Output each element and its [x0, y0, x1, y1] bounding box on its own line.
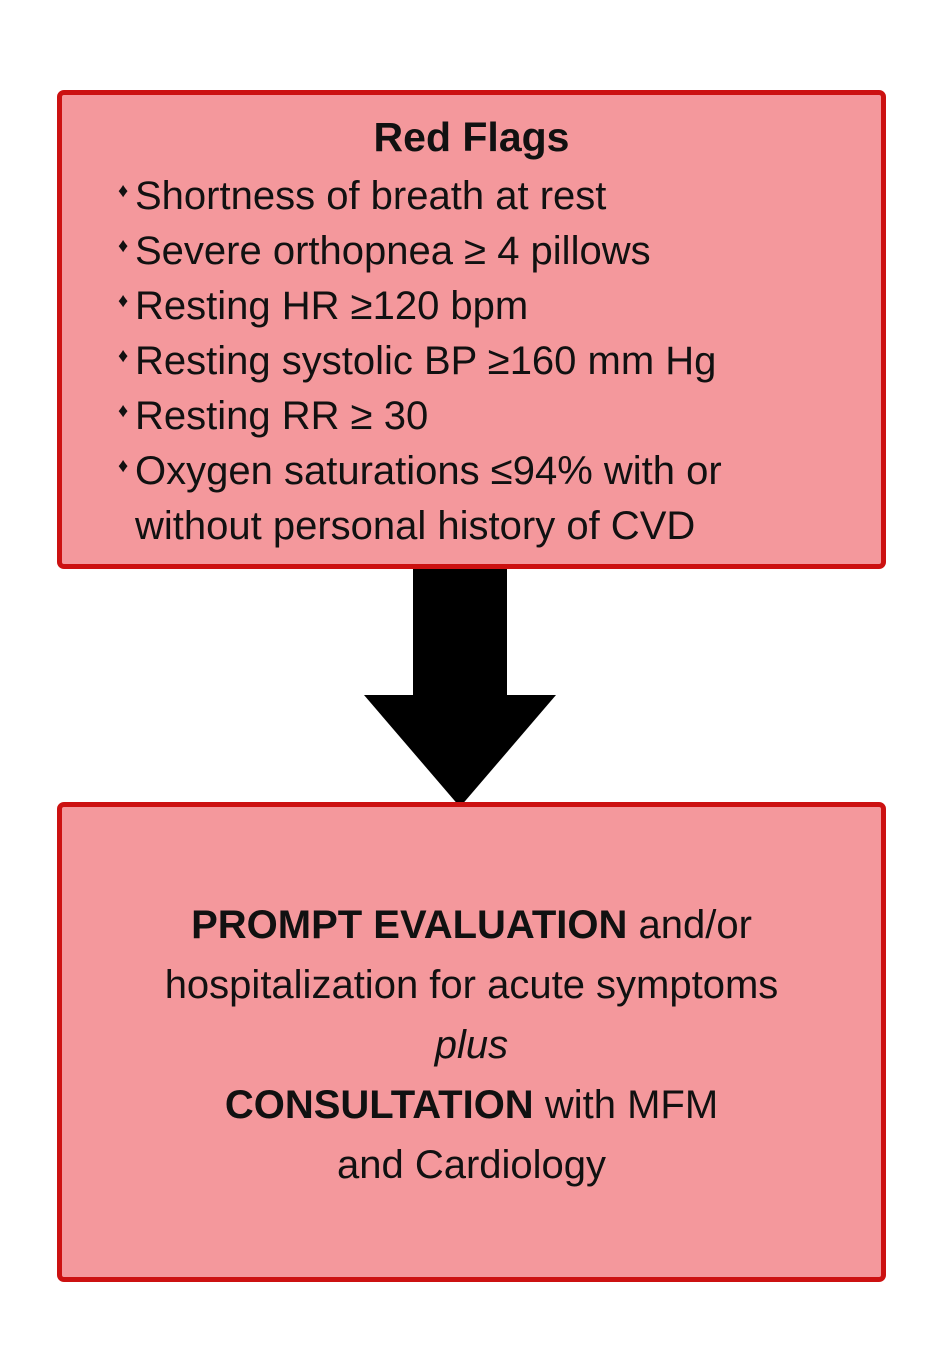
prompt-evaluation-label: PROMPT EVALUATION [191, 903, 628, 947]
action-line-1: PROMPT EVALUATION and/or [62, 895, 881, 955]
red-flags-title: Red Flags [373, 114, 570, 160]
action-line-4: CONSULTATION with MFM [62, 1075, 881, 1135]
red-flag-text: Resting RR ≥ 30 [135, 394, 429, 438]
red-flag-item: ♦ Oxygen saturations ≤94% with or withou… [118, 444, 722, 554]
action-text: PROMPT EVALUATION and/or hospitalization… [62, 895, 881, 1195]
with-mfm-label: with MFM [533, 1083, 719, 1127]
red-flag-item: ♦ Resting HR ≥120 bpm [118, 279, 722, 334]
red-flag-text: Resting systolic BP ≥160 mm Hg [135, 339, 717, 383]
plus-label: plus [434, 1023, 509, 1067]
diamond-bullet-icon: ♦ [118, 400, 129, 422]
action-line-2: hospitalization for acute symptoms [164, 963, 779, 1007]
diamond-bullet-icon: ♦ [118, 345, 129, 367]
diamond-bullet-icon: ♦ [118, 290, 129, 312]
consultation-label: CONSULTATION [224, 1083, 534, 1127]
red-flag-text: Shortness of breath at rest [135, 174, 607, 218]
red-flag-item: ♦ Severe orthopnea ≥ 4 pillows [118, 224, 722, 279]
action-line-5: and Cardiology [336, 1143, 607, 1187]
and-or-label: and/or [627, 903, 752, 947]
down-arrow-shape [364, 569, 556, 807]
red-flag-text: Resting HR ≥120 bpm [135, 284, 529, 328]
red-flag-item: ♦ Resting RR ≥ 30 [118, 389, 722, 444]
diamond-bullet-icon: ♦ [118, 455, 129, 477]
red-flag-text: Severe orthopnea ≥ 4 pillows [135, 229, 651, 273]
down-arrow-icon [364, 569, 556, 807]
diamond-bullet-icon: ♦ [118, 180, 129, 202]
red-flags-list: ♦ Shortness of breath at rest ♦ Severe o… [118, 169, 722, 554]
red-flags-box: Red Flags ♦ Shortness of breath at rest … [57, 90, 886, 569]
red-flag-item: ♦ Shortness of breath at rest [118, 169, 722, 224]
action-box: PROMPT EVALUATION and/or hospitalization… [57, 802, 886, 1282]
red-flag-item: ♦ Resting systolic BP ≥160 mm Hg [118, 334, 722, 389]
red-flag-text-multiline: Oxygen saturations ≤94% with or without … [135, 449, 722, 548]
diamond-bullet-icon: ♦ [118, 235, 129, 257]
